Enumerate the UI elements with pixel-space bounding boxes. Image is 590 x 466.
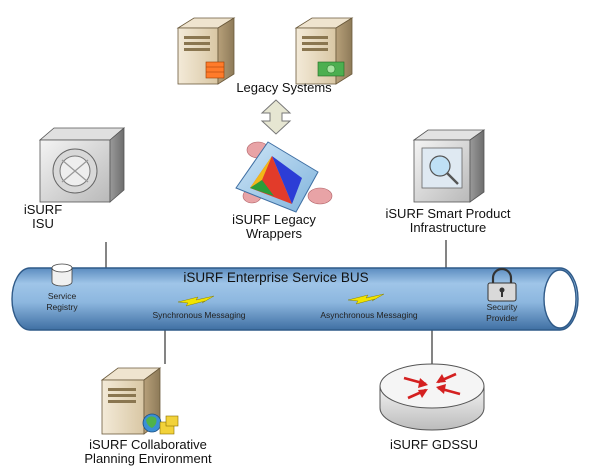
monitor-icon — [412, 129, 486, 203]
double-arrow-icon — [260, 99, 292, 135]
sync-messaging-label: Synchronous Messaging — [152, 310, 245, 320]
lock-icon — [487, 267, 517, 302]
collab-label-line2: Planning Environment — [84, 451, 212, 466]
legacy-server-right-icon — [294, 17, 354, 85]
enterprise-service-bus — [11, 267, 579, 331]
legacy-server-left-icon — [176, 17, 236, 85]
collab-label-line1: iSURF Collaborative — [89, 437, 207, 452]
isu-label-line1: iSURF — [24, 202, 62, 217]
lightning-icon — [347, 293, 385, 305]
collab-server-icon — [100, 367, 179, 435]
connectors — [105, 240, 447, 366]
registry-label-line2: Registry — [46, 302, 78, 312]
wrappers-label-line2: Wrappers — [246, 226, 303, 241]
bus-end-cap — [543, 269, 577, 329]
database-icon — [51, 263, 73, 287]
prism-icon — [235, 141, 333, 213]
lightning-icon — [177, 295, 215, 307]
async-messaging-label: Asynchronous Messaging — [320, 310, 418, 320]
bus-title: iSURF Enterprise Service BUS — [183, 270, 368, 285]
registry-label-line1: Service — [48, 291, 77, 301]
isu-label-line2: ISU — [32, 216, 54, 231]
security-label-line2: Provider — [486, 313, 518, 323]
isu-device-icon — [38, 127, 126, 203]
router-icon — [379, 363, 485, 431]
smart-product-label-line2: Infrastructure — [410, 220, 487, 235]
smart-product-label-line1: iSURF Smart Product — [386, 206, 511, 221]
gdssu-label: iSURF GDSSU — [390, 437, 478, 452]
legacy-systems-label: Legacy Systems — [236, 80, 332, 95]
security-label-line1: Security — [487, 302, 518, 312]
wrappers-label-line1: iSURF Legacy — [232, 212, 316, 227]
